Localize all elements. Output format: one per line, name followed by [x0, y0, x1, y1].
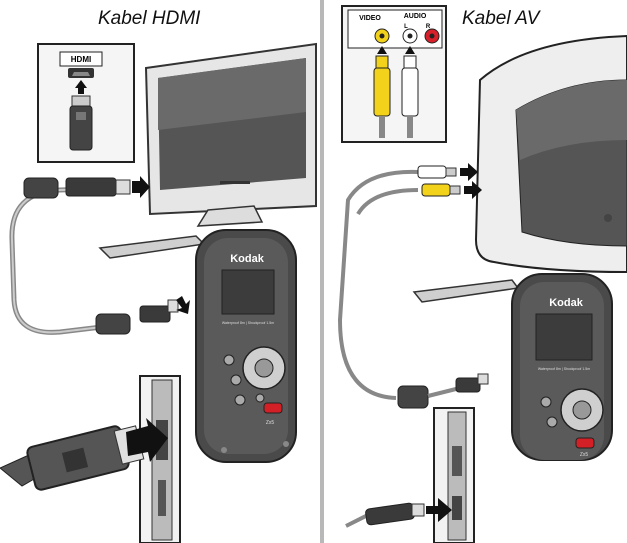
av-port-closeup	[345, 407, 475, 543]
hdmi-panel: Kabel HDMI HDMI	[0, 8, 317, 543]
audio-port-label: AUDIO	[404, 13, 427, 20]
video-port-label: VIDEO	[359, 15, 381, 22]
flat-tv	[144, 42, 317, 227]
hdmi-illustration: HDMI Kodak	[0, 42, 317, 543]
arrow-icon	[126, 418, 168, 462]
camera-brand: Kodak	[230, 253, 265, 265]
arrow-icon	[132, 176, 150, 198]
audio-left-label: L	[404, 24, 408, 30]
panel-divider	[320, 0, 324, 543]
camera-model-text-right: Waterproof 8m | Shockproof 1.5m	[538, 367, 590, 371]
audio-right-label: R	[426, 24, 431, 30]
hdmi-inset: HDMI	[37, 43, 135, 163]
av-illustration: VIDEO AUDIO L R	[337, 5, 627, 543]
camera-left: Kodak Waterproof 8m | Shockproof 1.5m Zx…	[98, 229, 297, 463]
av-title: Kabel AV	[462, 8, 540, 29]
camera-model-text: Waterproof 8m | Shockproof 1.5m	[222, 321, 274, 325]
av-inset: VIDEO AUDIO L R	[341, 5, 447, 143]
av-panel: Kabel AV VIDEO AUDIO L R	[326, 0, 627, 543]
camera-brand-right: Kodak	[549, 297, 584, 309]
hdmi-title: Kabel HDMI	[98, 8, 201, 29]
hdmi-port-label: HDMI	[71, 55, 91, 64]
hdmi-port-closeup	[0, 375, 181, 543]
arrow-icon	[176, 296, 190, 314]
camera-logo-small: Zx5	[266, 420, 275, 426]
crt-tv	[474, 34, 627, 274]
arrow-icon	[426, 498, 452, 522]
camera-logo-small-right: Zx5	[580, 452, 589, 458]
camera-right: Kodak Waterproof 8m | Shockproof 1.5m Zx…	[412, 273, 613, 461]
arrow-icon	[460, 163, 482, 199]
